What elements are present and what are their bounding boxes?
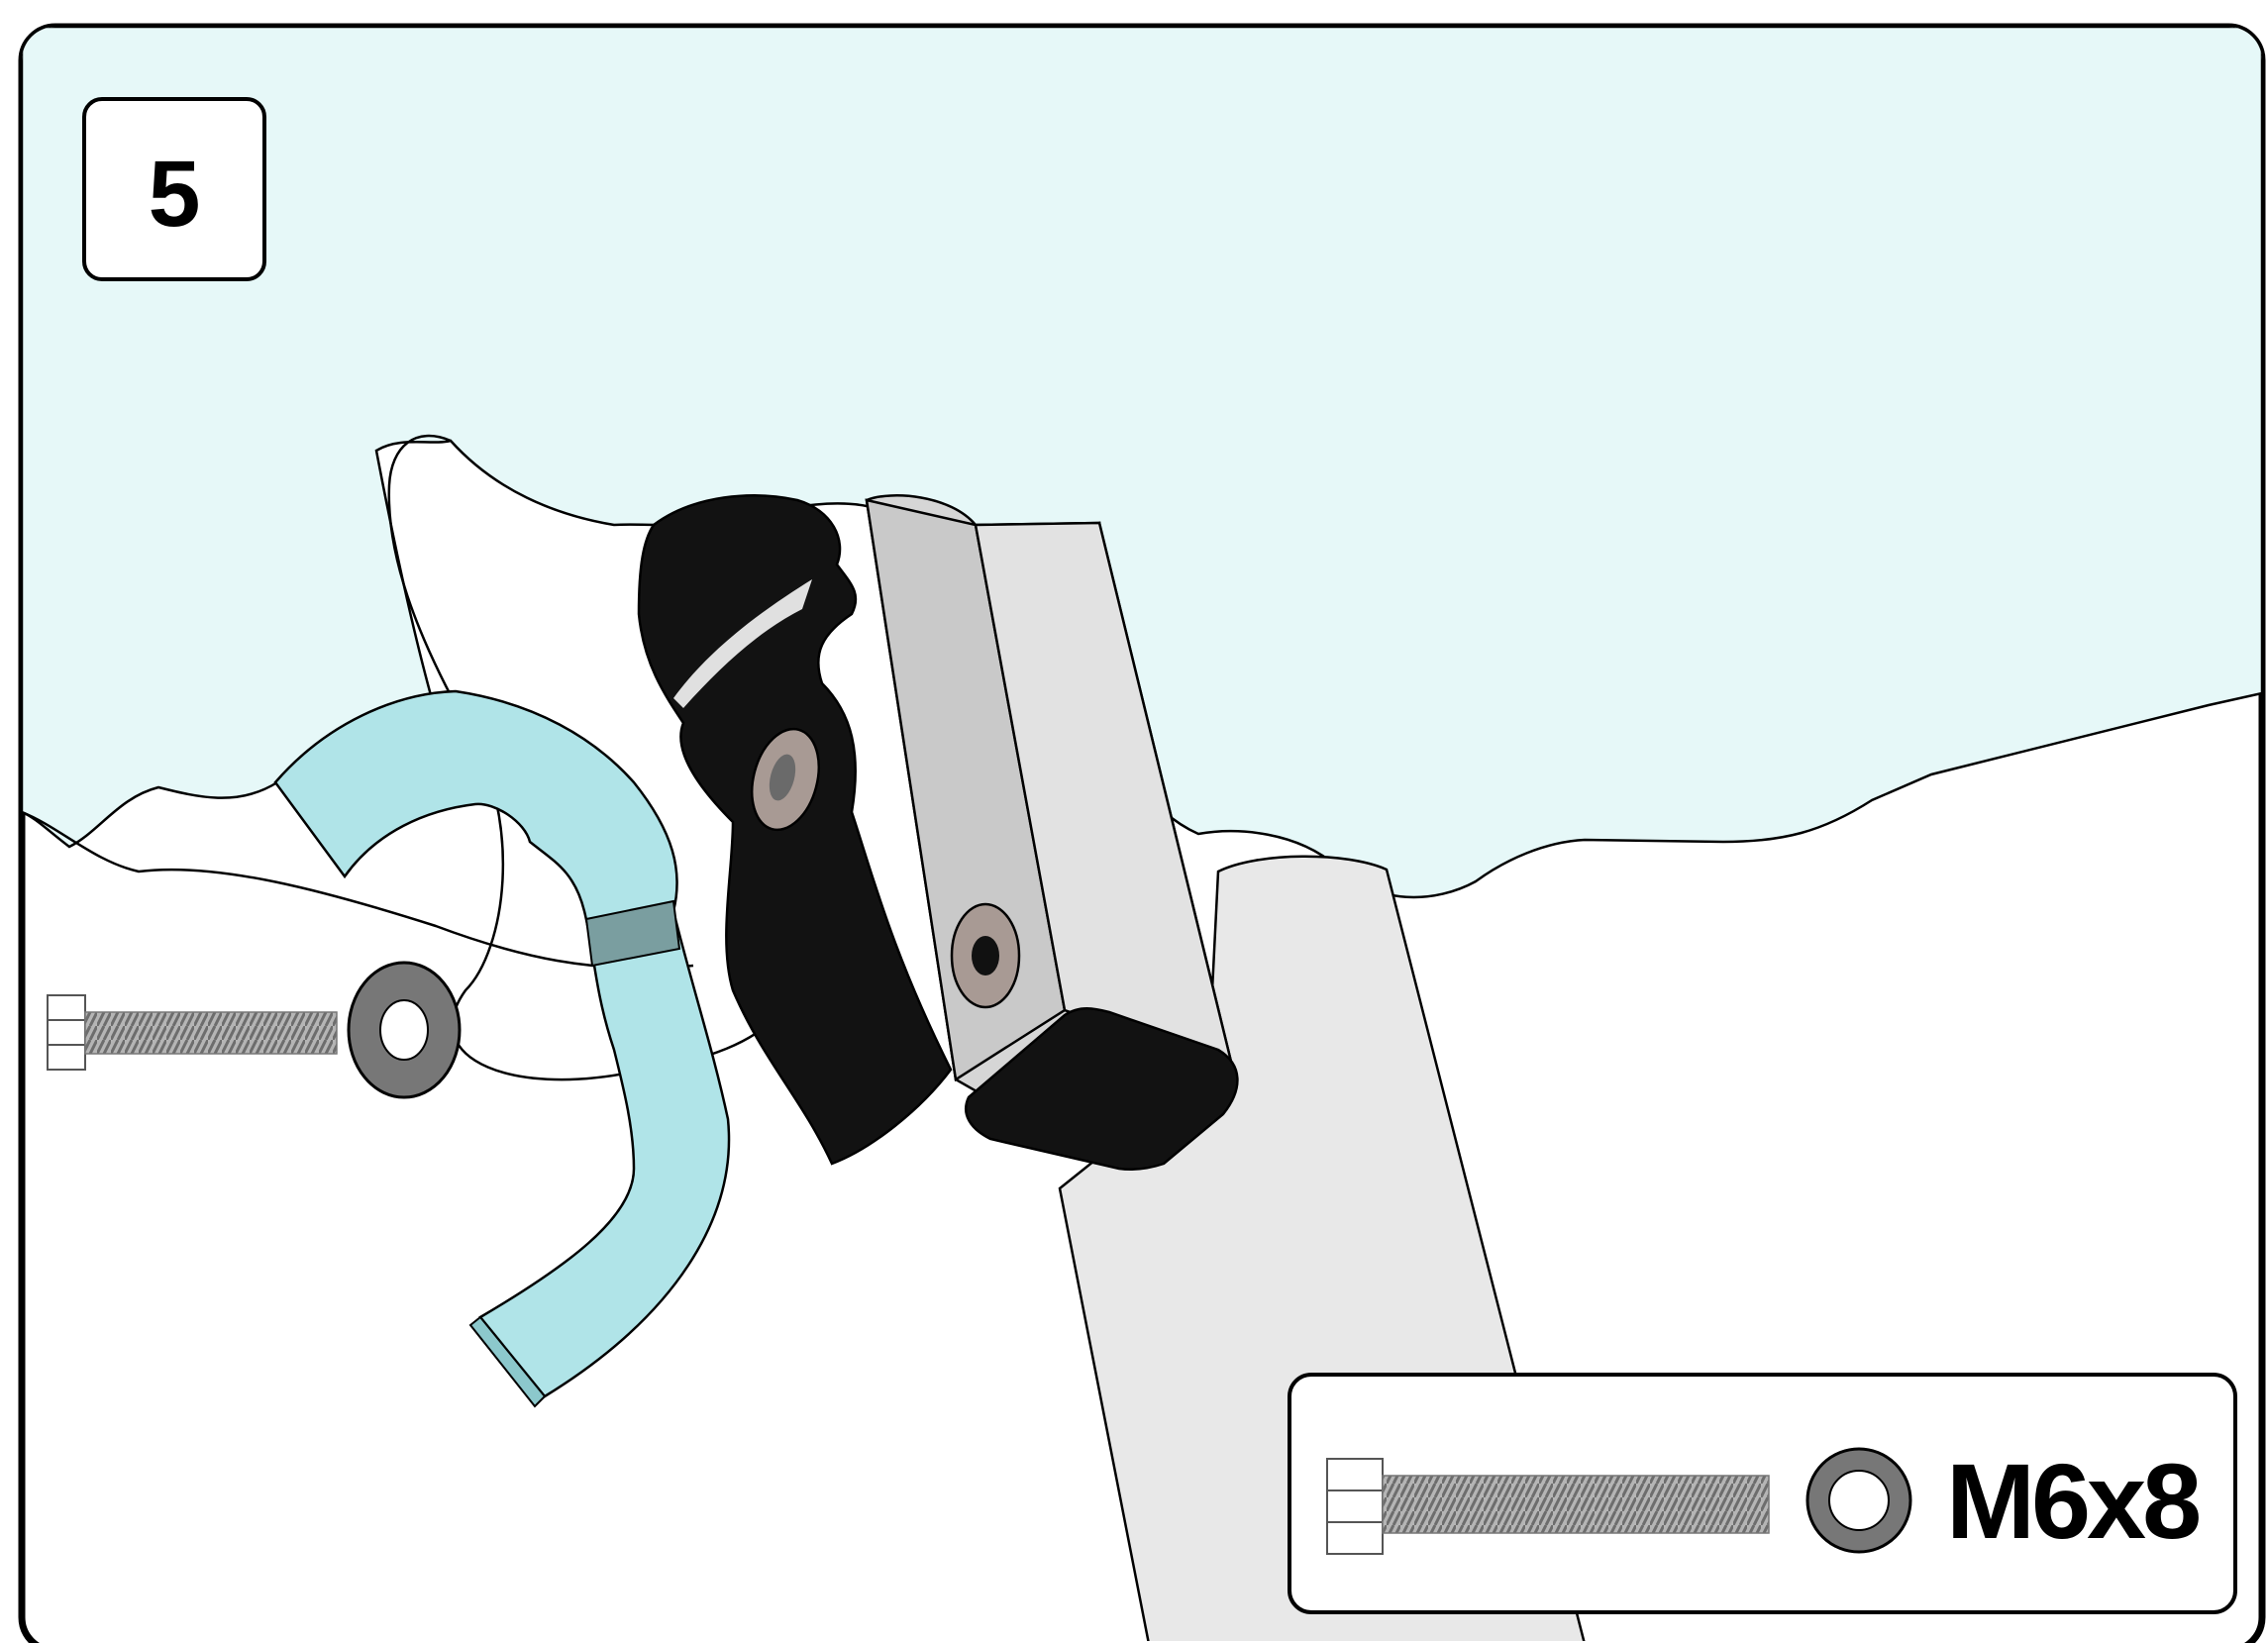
windshield-contour (22, 810, 694, 970)
hex-bolt (47, 994, 338, 1071)
step-number: 5 (149, 142, 201, 247)
bracket-lower-end (468, 1315, 547, 1408)
washer (347, 961, 462, 1099)
step-number-box (82, 97, 266, 281)
hex-bolt-icon (1326, 1458, 1770, 1555)
clamp-highlight (673, 579, 812, 708)
hardware-callout: M6x8 (1288, 1373, 2237, 1614)
rubber-end-cap (965, 1007, 1239, 1172)
hardware-size-label: M6x8 (1946, 1441, 2199, 1561)
washer-icon (1805, 1447, 1912, 1554)
bracket-band (584, 899, 681, 968)
